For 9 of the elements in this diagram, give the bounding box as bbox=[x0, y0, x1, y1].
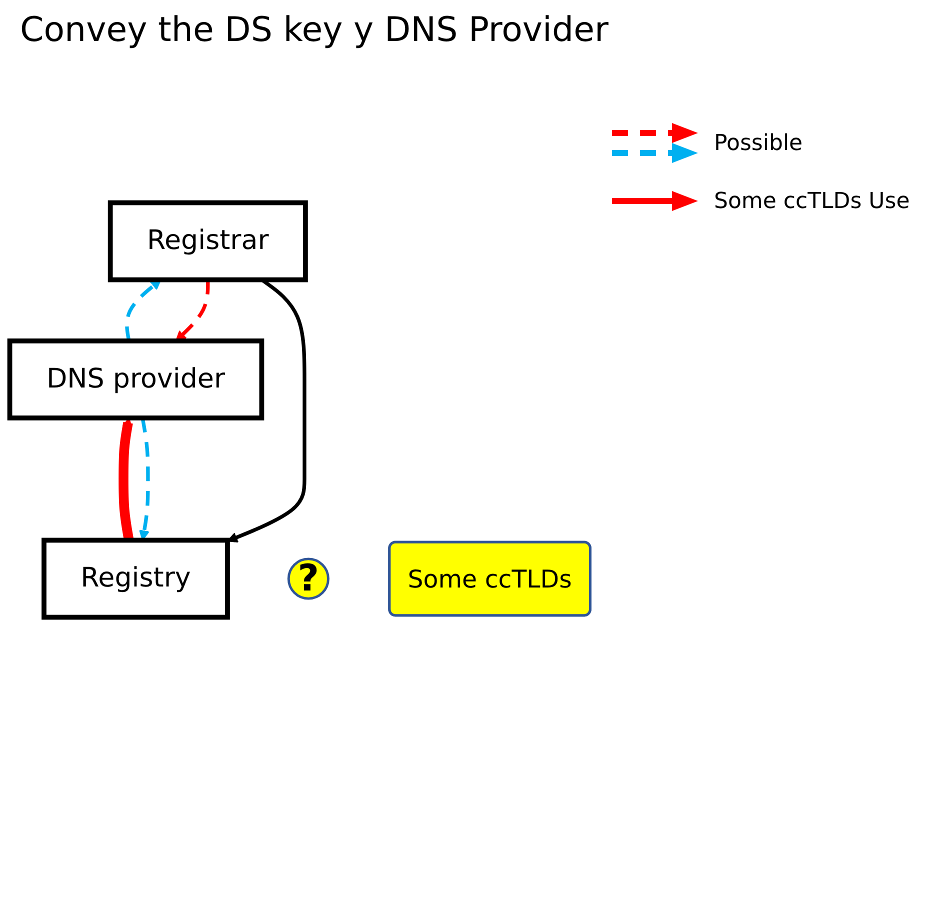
legend-label: Some ccTLDs Use bbox=[714, 188, 910, 214]
legend-label: Possible bbox=[714, 130, 803, 156]
diagram-title: Convey the DS key y DNS Provider bbox=[20, 10, 610, 50]
node-circle: ? bbox=[287, 558, 330, 600]
arrow bbox=[125, 279, 162, 342]
arrow bbox=[175, 280, 210, 342]
node-box: DNS provider bbox=[7, 338, 264, 420]
node-box: Registrar bbox=[108, 200, 308, 282]
node-box: Registry bbox=[42, 538, 230, 620]
